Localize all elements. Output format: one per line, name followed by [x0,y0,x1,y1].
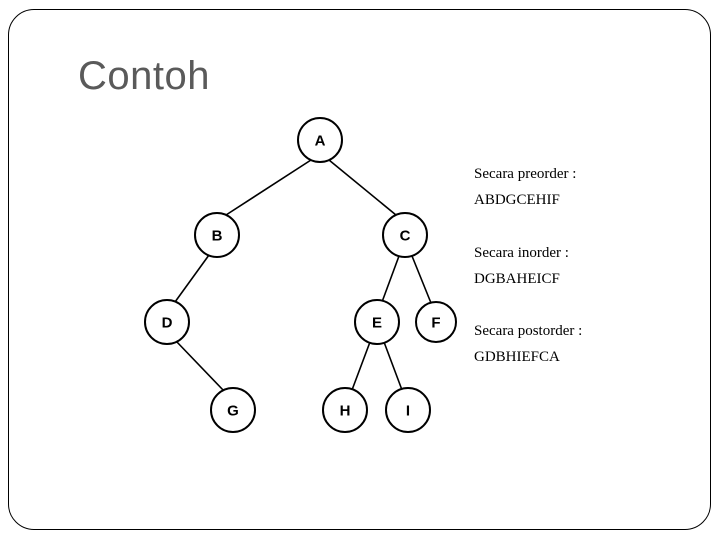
tree-edge-c-f [411,255,432,304]
traversal-heading-1: Secara inorder : [474,244,569,261]
tree-edge-b-d [174,254,210,303]
traversal-results-list: Secara preorder : ABDGCEHIF Secara inorder… [474,160,694,396]
tree-node-e[interactable]: E [354,299,400,345]
node-circle-g [210,387,256,433]
tree-edge-d-g [175,340,225,392]
tree-edge-e-i [383,341,403,391]
tree-edges-group [174,159,432,392]
node-circle-i [385,387,431,433]
tree-node-h[interactable]: H [322,387,368,433]
node-label-b: B [212,228,223,245]
tree-node-d[interactable]: D [144,299,190,345]
node-circle-h [322,387,368,433]
tree-nodes-group: A B C D E F G H I [144,117,457,433]
tree-edge-c-e [381,255,400,303]
traversal-sequence-2: GDBHIEFCA [474,349,560,366]
traversal-heading-0: Secara preorder : [474,166,577,182]
node-circle-d [144,299,190,345]
page-title: Contoh [78,54,210,98]
node-label-f: F [431,315,440,332]
traversal-heading-2: Secara postorder : [474,323,583,339]
node-circle-f [415,301,457,343]
traversal-sequence-0: ABDGCEHIF [474,192,560,209]
tree-node-c[interactable]: C [382,212,428,258]
tree-edge-a-b [225,159,312,216]
node-circle-c [382,212,428,258]
node-circle-e [354,299,400,345]
node-label-g: G [227,403,239,420]
tree-edge-a-c [328,159,397,216]
traversal-sequence-1: DGBAHEICF [474,270,560,287]
node-circle-b [194,212,240,258]
node-label-a: A [315,133,326,150]
node-label-d: D [162,315,173,332]
node-label-h: H [340,403,351,420]
node-label-c: C [400,228,411,245]
tree-node-i[interactable]: I [385,387,431,433]
traversal-block-2: Secara postorder : GDBHIEFCA [474,317,694,370]
node-label-i: I [406,403,410,420]
tree-edge-e-h [351,341,371,391]
tree-node-b[interactable]: B [194,212,240,258]
traversal-block-1: Secara inorder : DGBAHEICF [474,239,694,292]
tree-node-a[interactable]: A [297,117,343,163]
node-circle-a [297,117,343,163]
traversal-block-0: Secara preorder : ABDGCEHIF [474,160,694,213]
tree-node-g[interactable]: G [210,387,256,433]
node-label-e: E [372,315,382,332]
tree-node-f[interactable]: F [415,301,457,343]
